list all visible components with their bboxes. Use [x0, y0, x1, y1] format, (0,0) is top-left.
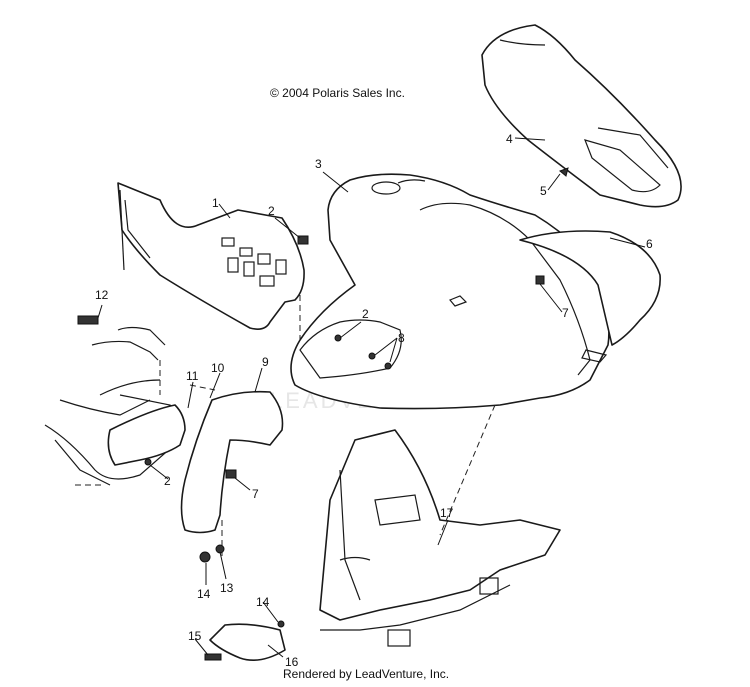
callout-10: 10 — [211, 361, 225, 375]
copyright-text: © 2004 Polaris Sales Inc. — [270, 86, 405, 100]
callout-13: 13 — [220, 581, 234, 595]
callout-12: 12 — [95, 288, 109, 302]
callout-6: 6 — [646, 237, 653, 251]
callout-9: 9 — [262, 355, 269, 369]
callout-4: 4 — [506, 132, 513, 146]
alignment-lines — [75, 295, 496, 560]
chassis-frame — [319, 429, 561, 647]
callout-2a: 2 — [268, 204, 275, 218]
callout-7a: 7 — [562, 306, 569, 320]
callout-15: 15 — [188, 629, 202, 643]
seat-part-4[interactable] — [481, 24, 682, 208]
hardware — [77, 167, 569, 661]
callout-11: 11 — [186, 369, 199, 383]
callout-16: 16 — [285, 655, 299, 669]
credit-text: Rendered by LeadVenture, Inc. — [283, 667, 450, 681]
callout-2b: 2 — [362, 307, 369, 321]
front-fender-part-6[interactable] — [519, 230, 661, 346]
callout-14a: 14 — [197, 587, 211, 601]
footwell-frame — [44, 326, 184, 486]
fender-flare-part-9[interactable] — [180, 390, 284, 534]
callout-1: 1 — [212, 196, 219, 210]
callout-8: 8 — [398, 331, 405, 345]
callout-7b: 7 — [252, 487, 259, 501]
bracket-part-16[interactable] — [209, 623, 286, 661]
leader-lines — [97, 137, 646, 658]
callout-14b: 14 — [256, 595, 270, 609]
guard-part-11[interactable] — [107, 404, 186, 466]
callout-17: 17 — [440, 506, 454, 520]
callout-2c: 2 — [164, 474, 171, 488]
side-panel-part-1[interactable] — [117, 182, 305, 330]
callout-numbers: 1 2 3 4 5 6 7 12 2 8 9 10 11 2 7 17 13 1… — [95, 132, 653, 669]
callout-5: 5 — [540, 184, 547, 198]
callout-3: 3 — [315, 157, 322, 171]
front-cab-part-3[interactable] — [290, 173, 610, 410]
